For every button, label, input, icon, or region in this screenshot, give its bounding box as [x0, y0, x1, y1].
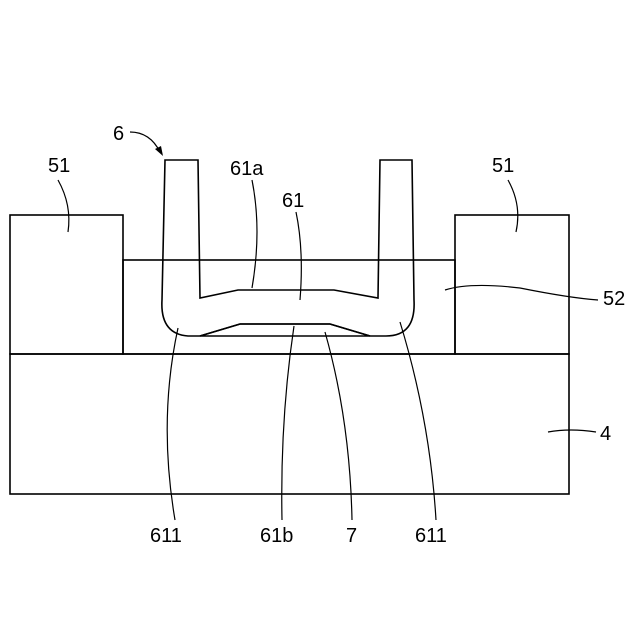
label-51-right: 51	[492, 155, 514, 177]
label-61: 61	[282, 190, 304, 212]
leader-51-right	[508, 180, 518, 232]
substrate-4	[10, 354, 569, 494]
label-4: 4	[600, 423, 611, 445]
leader-611-right	[400, 322, 436, 520]
leader-4	[548, 430, 596, 432]
label-611-right: 611	[415, 525, 447, 547]
leader-61b	[282, 326, 294, 520]
label-51-left: 51	[48, 155, 70, 177]
label-6: 6	[113, 123, 124, 145]
label-7: 7	[346, 525, 357, 547]
label-61a: 61a	[230, 158, 264, 180]
layer-7	[200, 324, 370, 336]
leader-61a	[252, 180, 257, 288]
block-51-left	[10, 215, 123, 354]
leader-61	[296, 212, 301, 300]
leader-52	[445, 285, 598, 300]
leader-611-left	[167, 328, 178, 520]
label-52: 52	[603, 288, 625, 310]
block-51-right	[455, 215, 569, 354]
component-6	[162, 160, 414, 336]
leader-6-arrowhead	[155, 146, 163, 156]
leader-7	[325, 332, 352, 520]
label-61b: 61b	[260, 525, 293, 547]
label-611-left: 611	[150, 525, 182, 547]
leader-51-left	[58, 180, 69, 232]
